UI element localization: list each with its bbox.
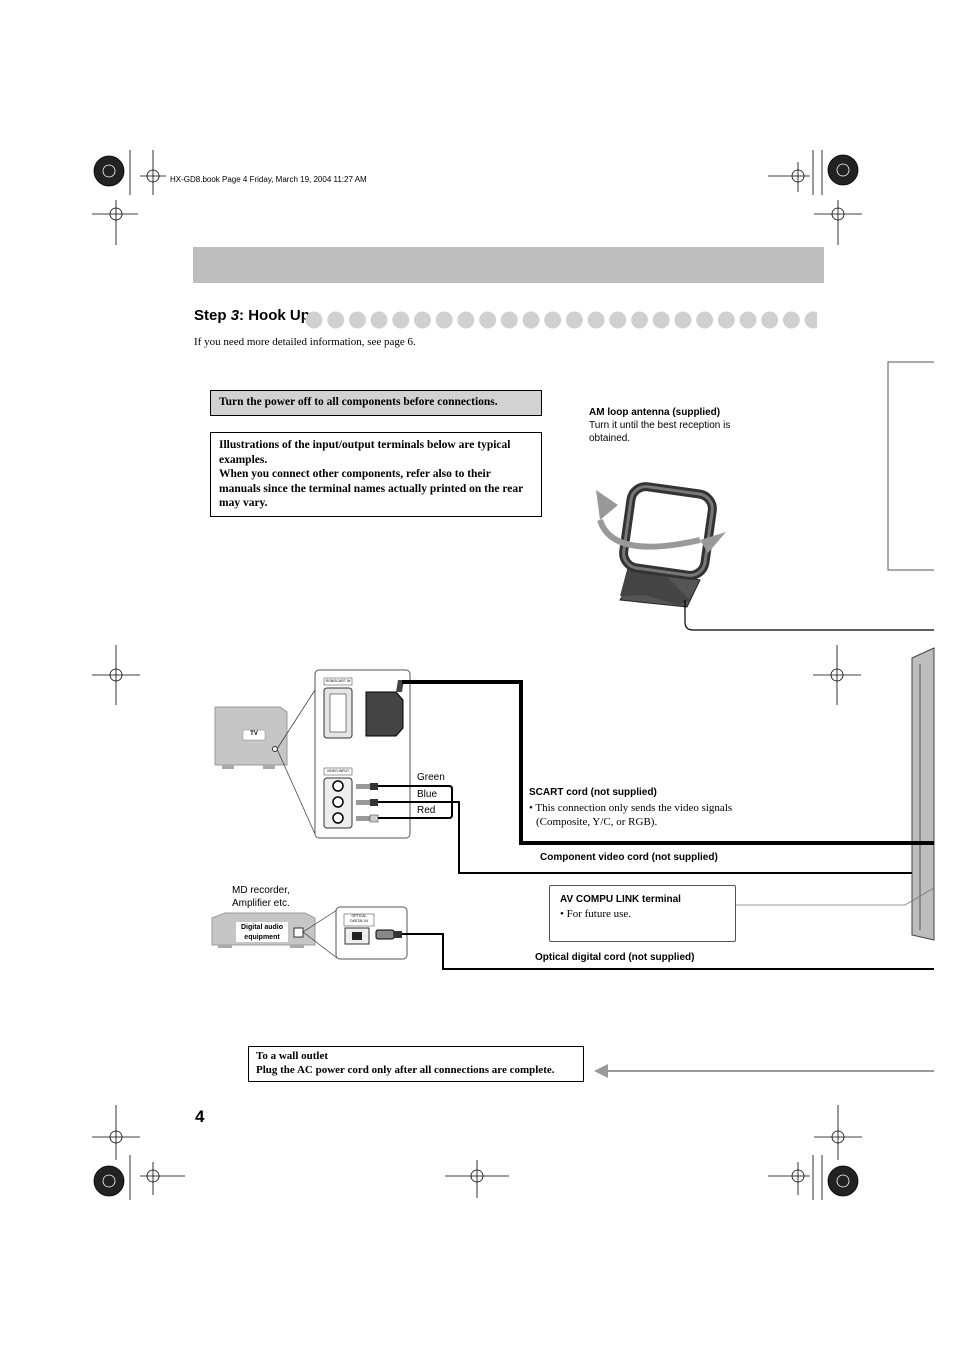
note-line-2: When you connect other components, refer… — [219, 468, 523, 509]
tv-label: TV — [250, 731, 258, 737]
title-dot — [717, 311, 735, 329]
wall-line-1: To a wall outlet — [256, 1050, 329, 1062]
header-band — [193, 247, 824, 283]
main-unit-body — [911, 647, 935, 941]
title-dot — [652, 311, 670, 329]
title-dot — [348, 311, 366, 329]
wall-arrow — [594, 1064, 934, 1078]
wall-line-2: Plug the AC power cord only after all co… — [256, 1064, 555, 1076]
md-device-label-1: Digital audio — [241, 924, 283, 931]
title-dot — [544, 311, 562, 329]
color-blue-label: Blue — [417, 789, 438, 800]
title-dot — [587, 311, 605, 329]
title-dot — [739, 311, 757, 329]
title-dot — [500, 311, 518, 329]
title-dot — [804, 311, 817, 329]
title-dot — [370, 311, 388, 329]
compu-link-leader — [736, 887, 935, 906]
md-caption: MD recorder, Amplifier etc. — [232, 884, 290, 910]
color-red-label: Red — [417, 805, 436, 816]
title-dot — [414, 311, 431, 329]
title-dot — [565, 311, 583, 329]
main-unit-top-panel — [887, 361, 934, 571]
title-dot — [761, 311, 779, 329]
title-dot — [696, 311, 714, 329]
am-loop-antenna — [596, 482, 934, 631]
title-dot — [457, 311, 475, 329]
title-dot — [327, 311, 345, 329]
wall-outlet-box: To a wall outlet Plug the AC power cord … — [248, 1046, 584, 1082]
color-green-label: Green — [417, 772, 445, 783]
title-dot — [479, 311, 497, 329]
optical-port-label: OPTICAL DIGITAL IN — [344, 914, 374, 924]
title-dot — [522, 311, 540, 329]
md-rear-panel — [335, 906, 408, 960]
am-antenna-title: AM loop antenna (supplied) — [589, 407, 721, 418]
file-info: HX-GD8.book Page 4 Friday, March 19, 200… — [170, 175, 367, 184]
tv-component-panel-label: VIDEO INPUT — [326, 769, 350, 773]
optical-port-label-1: OPTICAL — [351, 914, 367, 918]
title-dot — [305, 311, 323, 329]
scart-bullet-cont: (Composite, Y/C, or RGB). — [536, 816, 658, 828]
scart-caption: SCART cord (not supplied) • This connect… — [529, 786, 769, 830]
component-cord-label: Component video cord (not supplied) — [540, 852, 718, 863]
md-recorder-device — [211, 909, 338, 959]
tv-device — [214, 689, 316, 835]
scart-cord — [402, 680, 934, 845]
title-dot — [609, 311, 627, 329]
am-antenna-caption: AM loop antenna (supplied) Turn it until… — [589, 406, 759, 445]
md-device-label-2: equipment — [244, 933, 280, 941]
title-dot-row — [305, 311, 817, 329]
md-device-label: Digital audio equipment — [236, 923, 288, 942]
optical-port-label-2: DIGITAL IN — [350, 919, 368, 923]
am-antenna-desc: Turn it until the best reception is obta… — [589, 420, 731, 444]
optical-cord-label: Optical digital cord (not supplied) — [535, 952, 695, 963]
compu-link-title: AV COMPU LINK terminal — [560, 894, 681, 905]
optical-cord — [402, 933, 934, 970]
page-title: Step 3: Hook Up — [194, 307, 310, 324]
title-dot — [782, 311, 800, 329]
title-dot — [674, 311, 692, 329]
compu-link-box: AV COMPU LINK terminal • For future use. — [549, 885, 736, 942]
component-cord — [378, 785, 912, 874]
tv-rear-panel — [314, 669, 411, 839]
title-dot — [435, 311, 453, 329]
note-line-1: Illustrations of the input/output termin… — [219, 439, 511, 466]
page-number: 4 — [195, 1107, 205, 1126]
warning-box: Turn the power off to all components bef… — [210, 390, 542, 416]
tv-scart-panel-label: RGB/SCART IN — [325, 679, 351, 683]
scart-bullet: • This connection only sends the video s… — [529, 801, 733, 814]
scart-title: SCART cord (not supplied) — [529, 787, 657, 798]
compu-link-bullet: • For future use. — [560, 908, 632, 920]
note-box: Illustrations of the input/output termin… — [210, 432, 542, 517]
subtitle: If you need more detailed information, s… — [194, 336, 416, 348]
title-dot — [631, 311, 648, 329]
md-caption-line-2: Amplifier etc. — [232, 898, 290, 909]
md-caption-line-1: MD recorder, — [232, 885, 290, 896]
title-dot — [392, 311, 410, 329]
